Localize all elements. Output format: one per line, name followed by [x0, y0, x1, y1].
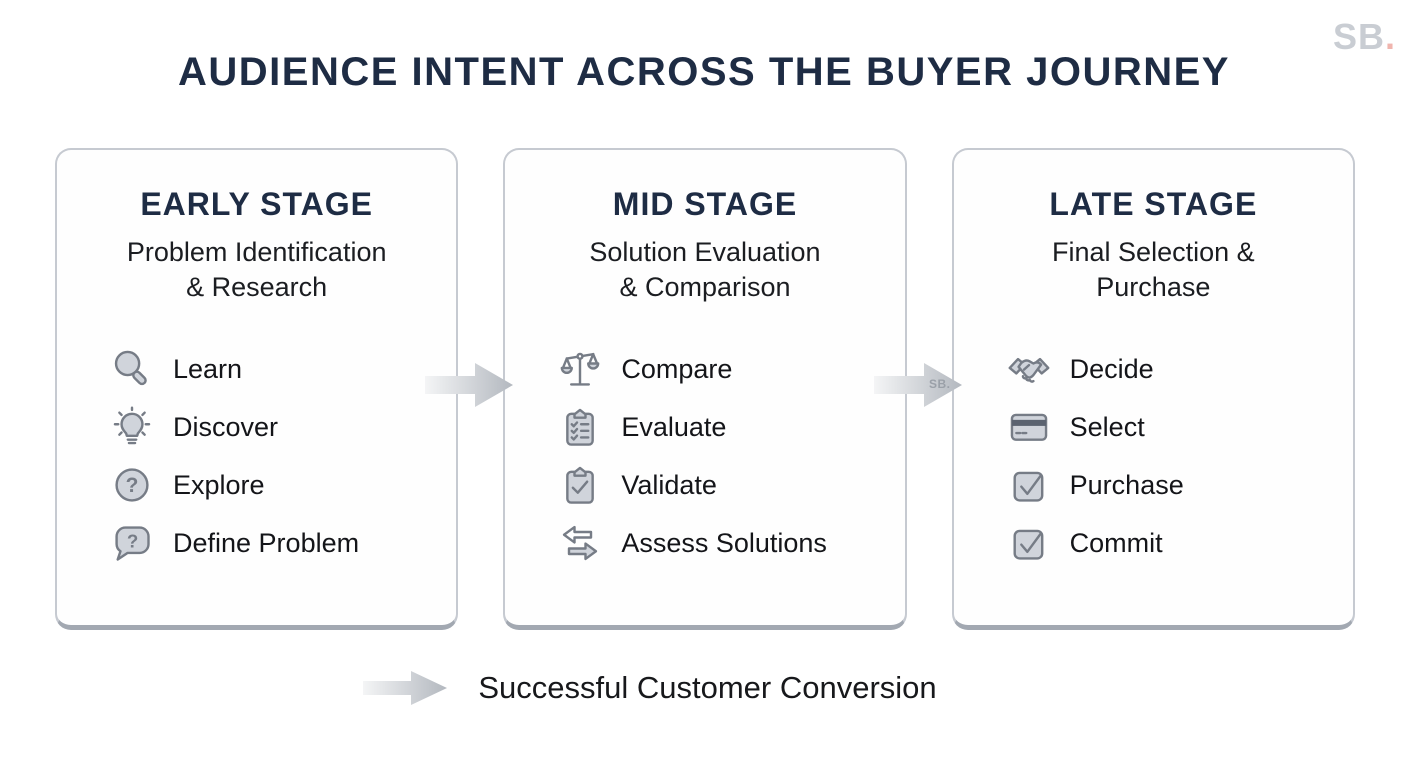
list-item: Evaluate: [557, 404, 904, 450]
list-item: Learn: [109, 346, 456, 392]
swap-arrows-icon: [557, 520, 603, 566]
arrow-watermark: SB.: [929, 377, 951, 391]
list-item: ? Define Problem: [109, 520, 456, 566]
checkbox-check-icon: [1006, 462, 1052, 508]
card-mid-subtitle: Solution Evaluation & Comparison: [589, 237, 821, 302]
item-label: Explore: [173, 469, 265, 500]
svg-text:?: ?: [127, 530, 138, 551]
question-bubble-icon: ?: [109, 520, 155, 566]
list-item: Decide: [1006, 346, 1353, 392]
item-label: Select: [1069, 411, 1145, 442]
checkbox-check-dark-icon: [1006, 520, 1052, 566]
card-late-items: Decide Select: [954, 346, 1353, 566]
item-label: Evaluate: [621, 411, 727, 442]
list-item: ? Explore: [109, 462, 456, 508]
card-early-stage: EARLY STAGE Problem Identification & Res…: [55, 148, 459, 630]
list-item: Discover: [109, 404, 456, 450]
card-early-items: Learn Di: [57, 346, 456, 566]
card-late-subtitle: Final Selection & Purchase: [1052, 237, 1255, 302]
footer-label: Successful Customer Conversion: [478, 670, 937, 705]
item-label: Purchase: [1069, 469, 1184, 500]
credit-card-icon: [1006, 404, 1052, 450]
brand-text: SB: [1332, 16, 1385, 57]
item-label: Commit: [1069, 527, 1163, 558]
clipboard-check-icon: [557, 462, 603, 508]
handshake-icon: [1006, 346, 1052, 392]
list-item: Compare: [557, 346, 904, 392]
scales-icon: [557, 346, 603, 392]
footer-conversion: Successful Customer Conversion: [0, 668, 1354, 708]
conversion-arrow-icon: [363, 671, 448, 705]
stages-row: EARLY STAGE Problem Identification & Res…: [55, 148, 1355, 630]
brand-logo: SB.: [1333, 16, 1396, 58]
svg-text:?: ?: [126, 474, 139, 497]
lightbulb-icon: [109, 404, 155, 450]
item-label: Decide: [1069, 353, 1154, 384]
item-label: Discover: [173, 411, 279, 442]
card-late-stage: LATE STAGE Final Selection & Purchase De…: [951, 148, 1355, 630]
page-title: AUDIENCE INTENT ACROSS THE BUYER JOURNEY: [178, 50, 1230, 94]
card-early-title: EARLY STAGE: [140, 186, 373, 222]
list-item: Validate: [557, 462, 904, 508]
item-label: Learn: [173, 353, 243, 384]
list-item: Purchase: [1006, 462, 1353, 508]
clipboard-checklist-icon: [557, 404, 603, 450]
card-mid-stage: MID STAGE Solution Evaluation & Comparis…: [503, 148, 907, 630]
list-item: Select: [1006, 404, 1353, 450]
item-label: Validate: [621, 469, 717, 500]
brand-dot: .: [1384, 16, 1396, 57]
arrow-early-to-mid-icon: [425, 363, 513, 407]
arrow-mid-to-late-icon: [874, 363, 962, 407]
card-late-title: LATE STAGE: [1049, 186, 1258, 222]
item-label: Define Problem: [173, 527, 360, 558]
card-mid-title: MID STAGE: [612, 186, 798, 222]
question-circle-icon: ?: [109, 462, 155, 508]
item-label: Assess Solutions: [621, 527, 827, 558]
card-early-subtitle: Problem Identification & Research: [126, 237, 387, 302]
card-mid-items: Compare Evaluate: [505, 346, 904, 566]
magnifier-icon: [109, 346, 155, 392]
item-label: Compare: [621, 353, 733, 384]
list-item: Assess Solutions: [557, 520, 904, 566]
list-item: Commit: [1006, 520, 1353, 566]
